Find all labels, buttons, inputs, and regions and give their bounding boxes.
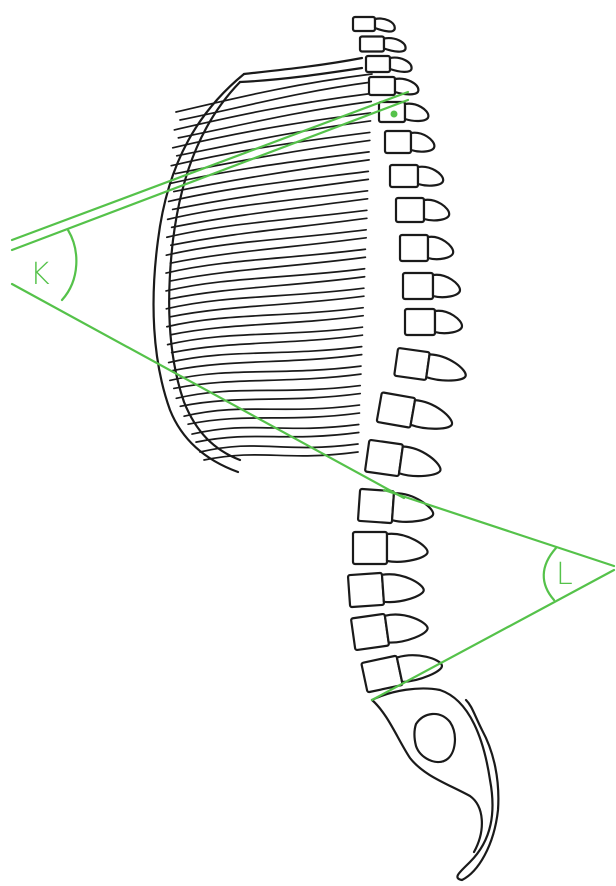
spinous-process (428, 237, 453, 259)
vertebra (353, 17, 395, 31)
spinous-process (384, 38, 406, 52)
upper-angle-bottom-line (12, 284, 404, 498)
spinous-process (385, 610, 429, 643)
vertebral-body (403, 273, 433, 299)
vertebra (385, 131, 434, 153)
vertebral-body (351, 614, 389, 650)
vertebral-body (365, 440, 403, 476)
spinous-process (411, 133, 434, 152)
angle-l-label: L (556, 557, 573, 592)
rib (170, 296, 364, 317)
spinous-process (387, 534, 428, 562)
rib (166, 230, 366, 255)
spinous-process (390, 58, 412, 72)
vertebral-body (369, 77, 395, 95)
vertebra (369, 77, 418, 95)
vertebra (366, 56, 412, 72)
vertebra (353, 532, 428, 564)
spinous-process (418, 167, 443, 186)
vertebra (377, 392, 456, 434)
rib (196, 433, 359, 443)
vertebra (365, 440, 443, 482)
rib (170, 366, 361, 380)
spinous-process (392, 493, 434, 524)
vertebral-body (353, 17, 375, 31)
vertebral-body (353, 532, 387, 564)
vertebra (394, 348, 468, 386)
vertebral-body (348, 573, 384, 607)
vertebra (396, 198, 449, 222)
spinous-process (411, 400, 456, 433)
rib (188, 413, 359, 424)
vertebra (405, 309, 462, 335)
spinous-process (424, 200, 449, 221)
vertebra (348, 570, 425, 607)
vertebra (390, 165, 443, 187)
vertebra (361, 647, 444, 693)
sacrum (372, 688, 498, 880)
rib (180, 82, 372, 120)
vertebral-body (366, 56, 390, 72)
reference-dot (391, 111, 398, 118)
vertebral-body (377, 392, 416, 427)
sacrum-front (372, 700, 482, 852)
rib (174, 374, 361, 388)
rib-cage-top-inner (240, 68, 362, 82)
vertebra (379, 102, 428, 122)
vertebra (360, 37, 406, 52)
vertebra (400, 235, 453, 261)
spinous-process (435, 311, 462, 333)
vertebral-body (358, 489, 394, 523)
angle-l-arc (544, 548, 556, 600)
angle-l: L (544, 548, 573, 600)
rib (180, 394, 360, 407)
rib (192, 425, 359, 435)
vertebral-body (394, 348, 430, 380)
sacrum-outline (372, 688, 498, 880)
spinous-process (426, 354, 468, 383)
spinous-process (405, 104, 428, 121)
vertebral-body (396, 198, 424, 222)
measurement-lines (12, 92, 614, 700)
spinous-process (375, 19, 395, 32)
vertebra (403, 273, 460, 299)
ribs (166, 74, 372, 460)
vertebra (351, 608, 429, 650)
rib (184, 405, 359, 416)
vertebral-body (405, 309, 435, 335)
spine (348, 17, 468, 692)
rib (178, 101, 371, 137)
sacrum-foramen (415, 714, 455, 762)
vertebral-body (400, 235, 428, 261)
spinous-process (382, 572, 424, 603)
vertebral-body (390, 165, 418, 187)
vertebral-body (360, 37, 384, 52)
angle-k-arc (62, 230, 76, 300)
spinous-process (433, 275, 460, 297)
vertebral-body (385, 131, 411, 153)
spinous-process (399, 446, 443, 479)
angle-k-label: K (30, 257, 50, 292)
rib-cage (154, 58, 372, 472)
rib (171, 316, 363, 335)
